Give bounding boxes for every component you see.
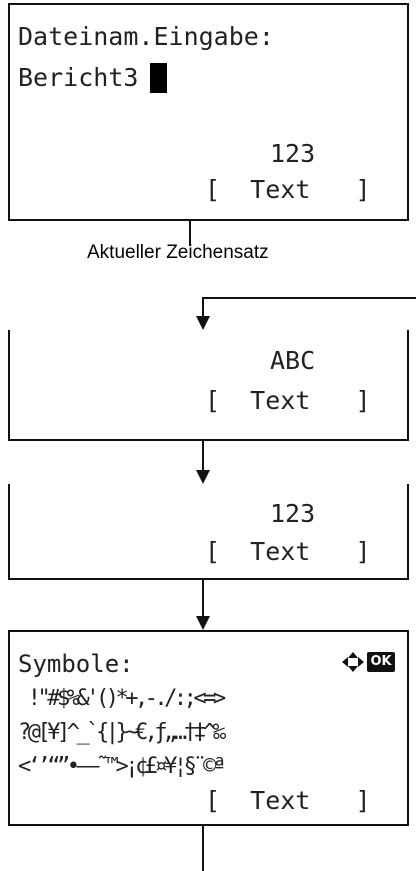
text-softkey[interactable]: [ Text ] — [205, 786, 371, 815]
charset-abc-label: ABC — [270, 346, 316, 375]
screen-charset-abc — [8, 330, 409, 441]
arrow-down-icon — [196, 470, 210, 484]
text-softkey[interactable]: [ Text ] — [205, 386, 371, 415]
arrow-down-icon — [196, 616, 210, 630]
text-softkey[interactable]: [ Text ] — [205, 537, 371, 566]
symbols-row[interactable]: <‘’“”•–—˜™>¡¢£¤¥¦§¨©ª — [18, 754, 226, 779]
symbols-title: Symbole: — [18, 650, 134, 678]
ok-key-label: OK — [370, 654, 392, 669]
ok-key-icon: OK — [367, 652, 395, 672]
filename-input[interactable]: Bericht3 — [18, 63, 139, 92]
symbols-row[interactable]: !"#$%&'()*+,-./:;<=> — [18, 686, 226, 711]
charset-123-label: 123 — [270, 499, 316, 528]
arrow-down-icon — [196, 316, 210, 330]
screen-title: Dateinam.Eingabe: — [18, 22, 274, 51]
current-charset: 123 — [270, 139, 316, 168]
annotation-label: Aktueller Zeichensatz — [87, 242, 269, 263]
symbols-row[interactable]: ?@[¥]^_`{|}~€,ƒ„…†‡^‰ — [18, 720, 226, 745]
screen-charset-123 — [8, 484, 409, 580]
screen-filename-entry — [8, 3, 409, 221]
screen-symbols — [8, 630, 409, 826]
four-way-arrow-icon — [342, 652, 364, 672]
text-cursor — [150, 63, 167, 93]
loop-return-line — [202, 297, 416, 318]
text-softkey[interactable]: [ Text ] — [205, 175, 371, 204]
